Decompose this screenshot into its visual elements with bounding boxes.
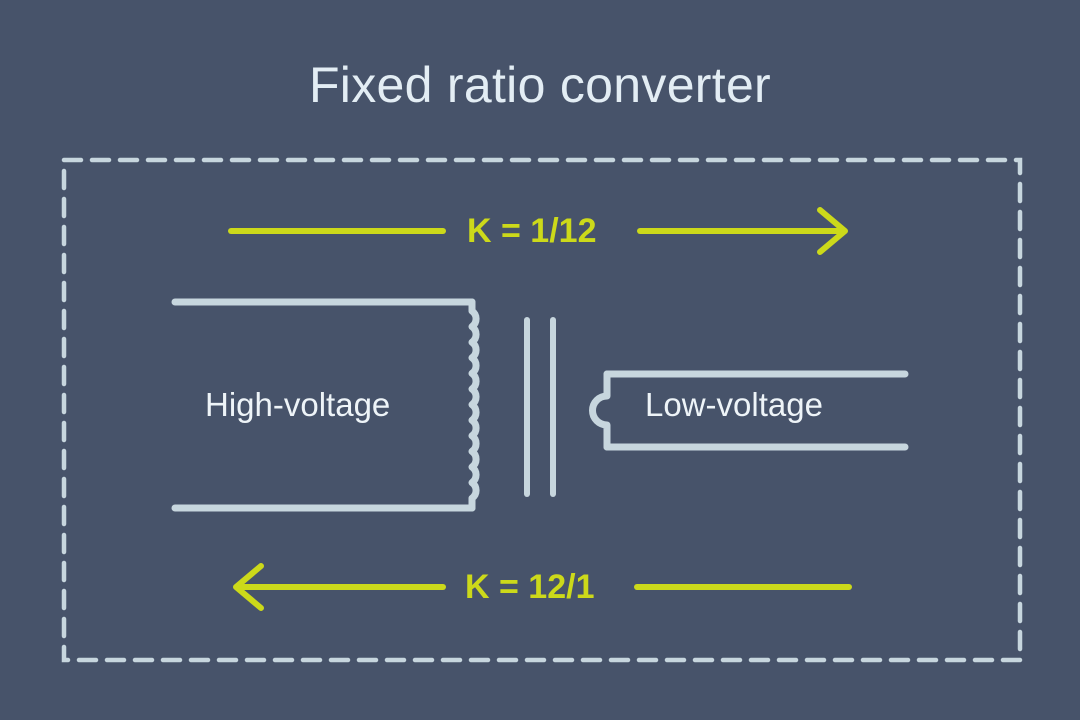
dashed-enclosure [61, 157, 1023, 663]
primary-coil-turns [468, 298, 480, 512]
secondary-winding-icon [589, 370, 909, 451]
arrow-bottom-head-icon [233, 563, 264, 611]
arrow-bottom [233, 563, 852, 611]
arrow-top-head-icon [817, 207, 848, 255]
secondary-coil-turns [589, 370, 611, 451]
arrow-top [228, 207, 848, 255]
ratio-label-bottom: K = 12/1 [465, 568, 595, 606]
transformer-core-icon [524, 317, 556, 497]
ratio-label-top: K = 1/12 [467, 212, 597, 250]
label-low-voltage: Low-voltage [645, 386, 823, 423]
label-high-voltage: High-voltage [205, 386, 391, 423]
primary-winding-icon [171, 298, 480, 512]
page-title: Fixed ratio converter [308, 57, 772, 113]
